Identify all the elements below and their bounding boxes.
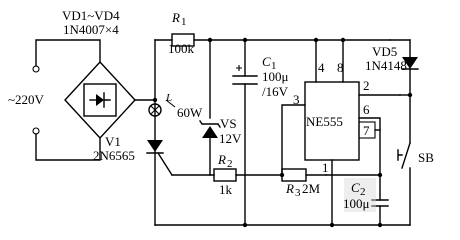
c1-voltage: /16V <box>262 84 289 99</box>
resistor-r3 <box>281 168 307 182</box>
c2-name: C <box>351 180 360 195</box>
c2-label-shade <box>344 178 376 212</box>
c2-value: 100μ <box>343 196 370 211</box>
lamp-label: L <box>165 92 172 104</box>
pin-4: 4 <box>318 60 325 75</box>
r2-sub: 2 <box>227 158 233 170</box>
pin-7: 7 <box>363 123 370 138</box>
c1-sub: 1 <box>271 60 277 72</box>
ic-name: NE555 <box>306 114 343 129</box>
source-voltage-label: ~220V <box>8 92 45 107</box>
zener-value: 12V <box>219 131 242 146</box>
vd5-name: VD5 <box>372 44 397 59</box>
bridge-rectifier <box>64 60 136 140</box>
pin-3: 3 <box>293 92 300 107</box>
r2-name: R <box>217 152 226 167</box>
pin-8: 8 <box>337 60 344 75</box>
ac-source <box>32 39 101 161</box>
scr-name: V1 <box>105 134 121 149</box>
r3-name: R <box>285 181 294 196</box>
switch-sb[interactable] <box>397 142 411 169</box>
zener-diode-vs <box>199 120 221 138</box>
bridge-part-label: 1N4007×4 <box>63 22 119 37</box>
circuit-diagram: VD1~VD4 1N4007×4 ~220V R 1 100k VS 12V L… <box>8 8 435 228</box>
bridge-ref-label: VD1~VD4 <box>62 8 120 23</box>
r2-value: 1k <box>219 182 233 197</box>
scr-part: 2N6565 <box>93 148 135 163</box>
pin-6: 6 <box>363 102 370 117</box>
zener-name: VS <box>220 116 237 131</box>
pin-2: 2 <box>363 78 370 93</box>
c1-name: C <box>262 54 271 69</box>
lamp <box>148 103 162 117</box>
r3-sub: 3 <box>295 187 301 199</box>
vd5-part: 1N4148 <box>365 58 407 73</box>
r1-name: R <box>171 10 180 25</box>
r1-sub: 1 <box>181 16 187 28</box>
lamp-power: 60W <box>177 105 203 120</box>
r3-value: 2M <box>302 181 321 196</box>
r1-value: 100k <box>168 41 195 56</box>
c2-sub: 2 <box>360 186 366 198</box>
pin-1: 1 <box>322 160 329 175</box>
c1-value: 100μ <box>262 69 289 84</box>
schematic: VD1~VD4 1N4007×4 ~220V R 1 100k VS 12V L… <box>8 8 434 228</box>
resistor-r2 <box>213 168 237 182</box>
switch-name: SB <box>418 150 434 165</box>
scr-v1 <box>146 140 173 176</box>
